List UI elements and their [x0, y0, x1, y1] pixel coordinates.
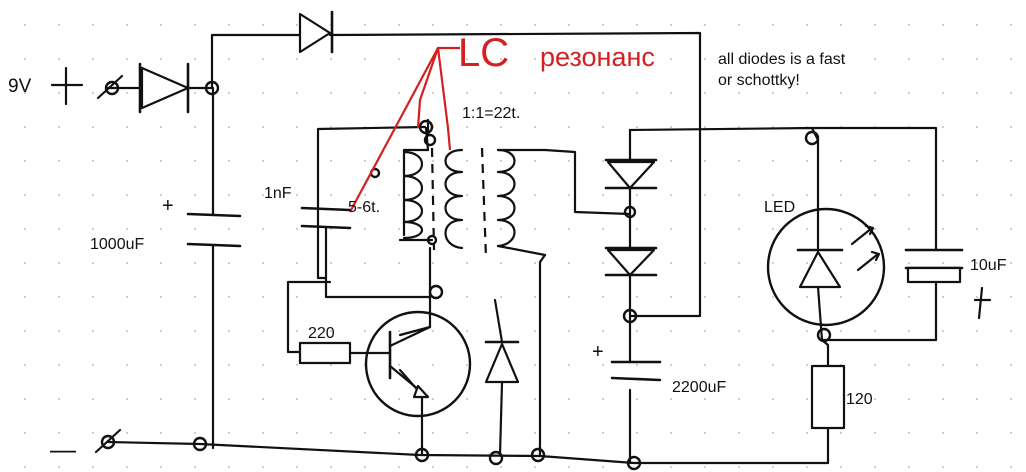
diode-lower [604, 246, 658, 277]
diode-top [298, 10, 334, 54]
junction-node [418, 119, 434, 135]
coil-primary [402, 150, 424, 240]
label-cap-1nf: 1nF [264, 185, 292, 202]
wire-primary [316, 118, 432, 299]
label-cap-2200-plus: + [592, 341, 604, 363]
label-supply: 9V [8, 76, 32, 97]
wire-clamp-diode [493, 298, 504, 457]
resistor-120 [810, 364, 846, 430]
junction-node [622, 308, 638, 324]
led [766, 207, 886, 327]
label-minus: — [50, 434, 76, 464]
wire-secondary [538, 148, 632, 458]
junction-node [428, 284, 444, 300]
junction-node [426, 234, 438, 246]
label-lc: LC [458, 31, 509, 75]
wire-ground-rail [106, 426, 830, 465]
label-turns: 5-6t. [348, 199, 380, 216]
wire-base [286, 280, 392, 355]
junction-node [423, 133, 437, 147]
wires [106, 31, 938, 465]
junction-node [192, 436, 208, 452]
diode-upper [604, 158, 658, 190]
wire-top-rail [210, 31, 702, 318]
capacitor-1nf [300, 206, 352, 230]
label-res-120: 120 [846, 391, 873, 408]
label-cap-1000uf: 1000uF [90, 236, 144, 253]
coil-tank [444, 148, 464, 250]
label-resonance: резонанс [540, 42, 655, 72]
capacitor-2200uf [610, 360, 662, 382]
label-cap-10uf: 10uF [970, 257, 1007, 274]
transformer-core [430, 147, 488, 259]
label-cap-2200uf: 2200uF [672, 379, 726, 396]
junction-node [804, 130, 820, 146]
note-line-2: or schottky! [718, 72, 800, 89]
label-res-220: 220 [308, 325, 335, 342]
resistor-220 [298, 341, 352, 365]
junction-node [623, 205, 637, 219]
junction-node [816, 327, 832, 343]
polarity-marks [50, 66, 992, 454]
junction-node [104, 80, 120, 96]
junction-nodes [100, 80, 832, 471]
capacitor-10uf [904, 248, 964, 284]
junction-node [204, 80, 220, 96]
label-cap-1000-plus: + [162, 195, 174, 217]
wire-led-out [816, 280, 938, 368]
junction-node [626, 455, 642, 471]
diode-input [138, 62, 190, 114]
diode-clamp [484, 340, 520, 384]
capacitor-1000uf [186, 212, 242, 248]
junction-node [414, 447, 430, 463]
wire-tank [398, 126, 434, 242]
label-led: LED [764, 199, 795, 216]
coil-secondary [496, 148, 547, 257]
note-line-1: all diodes is a fast [718, 51, 846, 68]
wire-right-top [628, 126, 938, 252]
transistor-npn [364, 310, 472, 418]
junction-node [530, 447, 546, 463]
junction-node [100, 434, 116, 450]
junction-node [488, 450, 504, 466]
lc-annotation-pointers [349, 46, 460, 213]
label-turn-ratio: 1:1=22t. [462, 105, 520, 122]
